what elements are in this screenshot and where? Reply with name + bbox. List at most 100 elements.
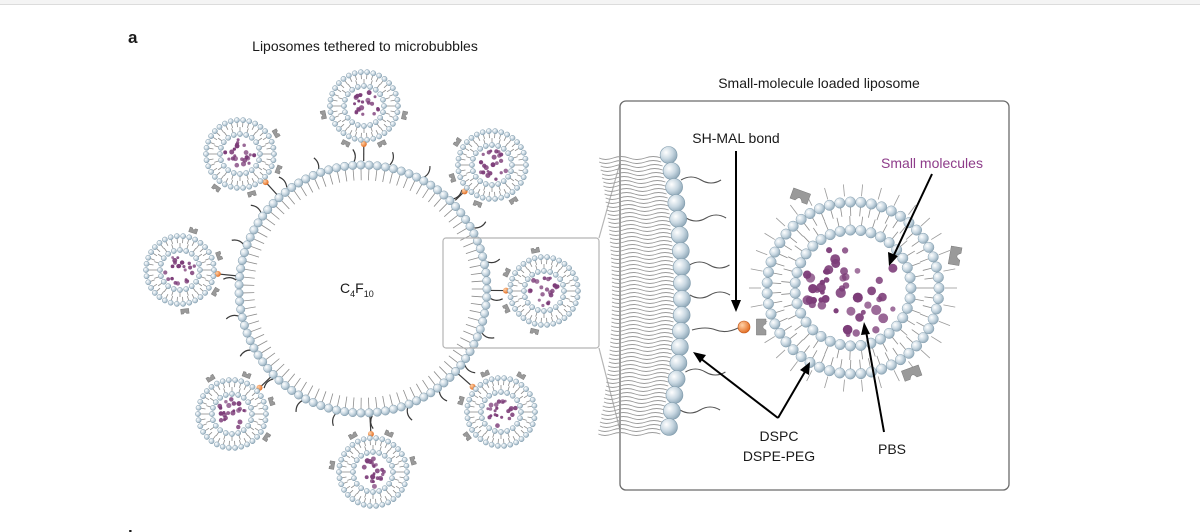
liposome-receptor — [188, 226, 199, 235]
liposome-receptor — [210, 286, 220, 297]
liposome-receptor — [516, 371, 527, 381]
liposome-bilayer-tails — [148, 238, 212, 302]
arrow-sh-mal-head — [731, 300, 741, 312]
core-gas-f: F — [355, 280, 364, 296]
liposome-bilayer-heads — [203, 117, 277, 191]
inset-diagram — [598, 146, 963, 436]
liposome-receptor — [401, 110, 409, 121]
liposome-bilayer-heads — [327, 69, 401, 143]
arrow-pbs-shaft — [865, 330, 885, 433]
liposome-bilayer-tails — [200, 382, 264, 446]
liposome-receptor — [328, 460, 336, 470]
liposome-receptor — [508, 196, 519, 206]
arrow-dspc-left-shaft — [699, 357, 779, 419]
liposome-receptor — [457, 395, 465, 406]
label-sh-mal-bond: SH-MAL bond — [692, 130, 779, 146]
inset-bilayer-heads — [761, 196, 945, 380]
liposome-cargo — [486, 399, 518, 428]
tethered-liposome — [203, 117, 283, 198]
tethered-liposome — [490, 246, 581, 336]
label-small-molecules: Small molecules — [881, 155, 983, 171]
arrow-small-molecules-head — [888, 252, 898, 266]
label-dspc: DSPC — [760, 428, 799, 444]
shell-segment-heads — [659, 146, 691, 436]
liposome-receptor — [241, 371, 252, 380]
inset-bilayer-tails — [772, 207, 934, 369]
liposome-receptor — [472, 200, 483, 208]
inset-title: Small-molecule loaded liposome — [718, 75, 920, 91]
core-gas-c: C — [340, 280, 350, 296]
inset-receptor — [789, 187, 811, 205]
liposome-cargo — [353, 90, 380, 116]
annotation-arrows — [693, 151, 933, 433]
liposome-bilayer-tails — [332, 74, 396, 138]
liposome-bilayer-heads — [464, 375, 538, 449]
liposome-receptor — [180, 308, 190, 315]
liposome-receptor — [452, 137, 462, 148]
liposome-bilayer-heads — [195, 377, 269, 451]
liposome-bilayer-tails — [208, 122, 272, 186]
liposome-bilayer-heads — [455, 128, 529, 202]
liposome-bilayer-heads — [507, 254, 581, 328]
core-gas-sub-10: 10 — [364, 289, 374, 299]
tethered-liposome — [328, 416, 417, 509]
liposome-bilayer-tails — [512, 259, 576, 323]
page-top-border — [0, 0, 1200, 5]
liposome-receptor — [340, 139, 351, 148]
liposome-bilayer-tails — [341, 440, 405, 504]
liposome-receptor — [480, 369, 491, 378]
liposome-receptor — [215, 250, 224, 261]
core-gas-label: C4F10 — [340, 280, 374, 299]
arrow-dspc-right-shaft — [777, 369, 807, 419]
liposome-cargo — [217, 397, 247, 430]
tethered-liposome — [457, 369, 538, 449]
peg-to-maleimide — [691, 327, 739, 333]
liposome-receptor — [384, 429, 394, 438]
tethered-liposome — [195, 371, 276, 451]
liposome-receptor — [502, 303, 511, 314]
liposome-receptor — [502, 267, 512, 278]
zoom-connector-top — [598, 162, 621, 239]
liposome-cargo — [478, 149, 509, 181]
liposome-receptor — [448, 173, 457, 183]
bond-receptor — [756, 318, 767, 336]
arrow-small-molecules-shaft — [892, 173, 933, 258]
shell-tails — [243, 169, 483, 409]
liposome-cargo — [527, 276, 560, 308]
maleimide-bond-dot — [737, 320, 751, 334]
label-pbs: PBS — [878, 441, 906, 457]
inset-receptor — [947, 245, 963, 266]
liposome-receptor — [211, 183, 222, 193]
liposome-receptor — [529, 327, 540, 336]
maleimide-dot — [214, 270, 221, 277]
liposome-receptor — [262, 432, 272, 443]
tethered-liposome — [448, 128, 529, 208]
arrow-dspc-right-head — [800, 362, 810, 375]
liposome-receptor — [205, 373, 216, 383]
maleimide-dot — [360, 140, 367, 147]
liposome-receptor — [347, 431, 358, 440]
arrow-dspc-left-head — [693, 352, 706, 363]
zoom-connector-bottom — [598, 347, 621, 431]
liposome-receptor — [271, 128, 281, 139]
shell-segment — [598, 146, 767, 436]
liposome-receptor — [409, 455, 417, 466]
liposome-bilayer-tails — [460, 133, 524, 197]
liposome-receptor — [319, 110, 327, 120]
zoom-region-box — [442, 237, 600, 349]
panel-label-c: c — [523, 527, 532, 532]
tethered-liposome — [319, 69, 409, 162]
inset-receptor — [901, 364, 923, 382]
shell-heads — [234, 160, 492, 418]
liposome-receptor — [247, 190, 257, 198]
liposome-bilayer-heads — [143, 233, 217, 307]
inset-cargo — [802, 247, 898, 338]
liposome-receptor — [267, 396, 276, 407]
liposome-receptor — [462, 431, 472, 442]
liposome-cargo — [361, 456, 386, 489]
label-dspe-peg: DSPE-PEG — [743, 448, 815, 464]
panel-label-a: a — [128, 28, 138, 47]
left-diagram-title: Liposomes tethered to microbubbles — [252, 38, 478, 54]
arrow-pbs-head — [861, 322, 870, 335]
